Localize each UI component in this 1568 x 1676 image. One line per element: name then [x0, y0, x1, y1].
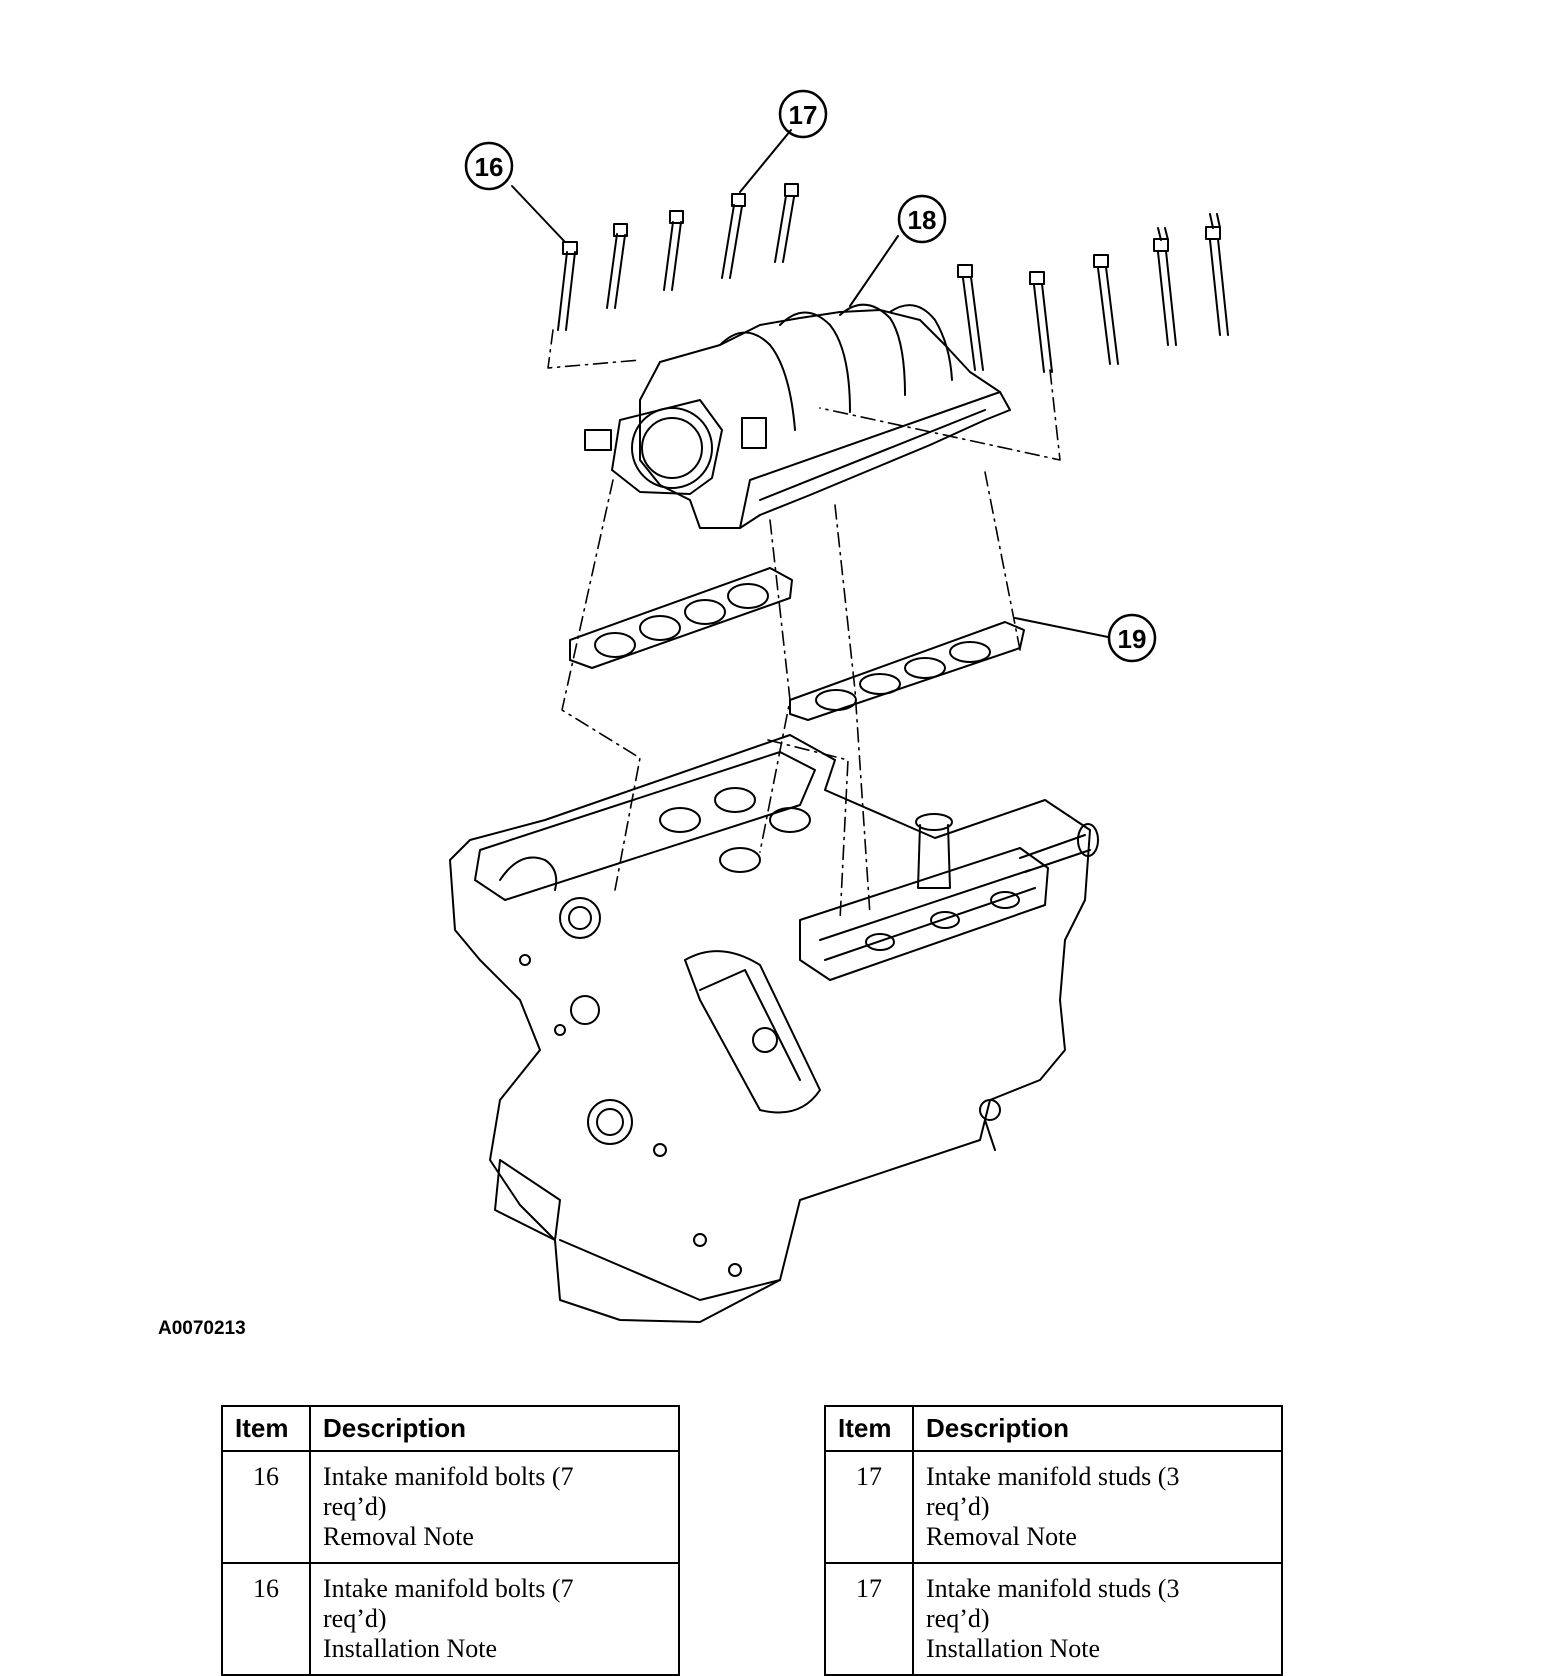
stud [1205, 213, 1229, 336]
table-row: 16 Intake manifold bolts (7 req’d) Remov… [221, 1450, 680, 1564]
removal-note-link[interactable]: Removal Note [323, 1522, 474, 1551]
table-row: 17 Intake manifold studs (3 req’d) Remov… [824, 1450, 1283, 1564]
exploded-engine-diagram: 16 17 18 19 [449, 89, 1229, 1323]
description-line: Intake manifold studs (3 [926, 1574, 1180, 1603]
description-line: Intake manifold studs (3 [926, 1462, 1180, 1491]
item-table-right: Item Description 17 Intake manifold stud… [824, 1405, 1283, 1676]
bolt [557, 241, 578, 331]
description-header: Description [309, 1405, 680, 1452]
item-table-left: Item Description 16 Intake manifold bolt… [221, 1405, 680, 1676]
bolt [774, 183, 799, 263]
item-number: 17 [824, 1562, 914, 1676]
table-row: 16 Intake manifold bolts (7 req’d) Insta… [221, 1562, 680, 1676]
description-line: req’d) [926, 1492, 990, 1521]
bolt [721, 193, 746, 279]
intake-manifold-bolts-left [557, 183, 799, 331]
table-row: 17 Intake manifold studs (3 req’d) Insta… [824, 1562, 1283, 1676]
leader-18 [849, 235, 899, 307]
description-line: req’d) [926, 1604, 990, 1633]
bolt [606, 223, 628, 309]
table-header-row: Item Description [824, 1405, 1283, 1452]
callout-19-label: 19 [1118, 624, 1147, 654]
bolt [1029, 271, 1053, 373]
description-line: req’d) [323, 1604, 387, 1633]
item-description: Intake manifold bolts (7 req’d) Installa… [309, 1562, 680, 1676]
callout-16-circle [464, 141, 514, 191]
item-number: 16 [221, 1562, 311, 1676]
intake-manifold-gaskets [569, 567, 1025, 721]
callout-16-label: 16 [475, 152, 504, 182]
callout-17-label: 17 [789, 100, 818, 130]
alignment-lines [547, 329, 1061, 921]
callout-17-circle [778, 89, 828, 139]
leader-17 [739, 129, 792, 193]
installation-note-link[interactable]: Installation Note [926, 1634, 1101, 1663]
callout-18-label: 18 [908, 205, 937, 235]
bolt [663, 210, 684, 291]
description-line: req’d) [323, 1492, 387, 1521]
bolt [1093, 254, 1119, 365]
item-description: Intake manifold bolts (7 req’d) Removal … [309, 1450, 680, 1564]
item-description: Intake manifold studs (3 req’d) Installa… [912, 1562, 1283, 1676]
leader-19 [1014, 617, 1109, 638]
intake-manifold-bolts-right [957, 213, 1229, 373]
item-description: Intake manifold studs (3 req’d) Removal … [912, 1450, 1283, 1564]
callout-18-circle [897, 194, 947, 244]
description-line: Intake manifold bolts (7 [323, 1574, 574, 1603]
leader-16 [511, 185, 566, 243]
item-header: Item [221, 1405, 311, 1452]
installation-note-link[interactable]: Installation Note [323, 1634, 498, 1663]
engine-block [449, 734, 1099, 1323]
figure-id: A0070213 [158, 1318, 246, 1339]
item-header: Item [824, 1405, 914, 1452]
item-number: 16 [221, 1450, 311, 1564]
table-header-row: Item Description [221, 1405, 680, 1452]
intake-manifold [584, 303, 1011, 529]
removal-note-link[interactable]: Removal Note [926, 1522, 1077, 1551]
item-number: 17 [824, 1450, 914, 1564]
description-line: Intake manifold bolts (7 [323, 1462, 574, 1491]
bolt [957, 264, 984, 371]
description-header: Description [912, 1405, 1283, 1452]
callout-19-circle [1107, 613, 1157, 663]
stud [1153, 227, 1177, 346]
